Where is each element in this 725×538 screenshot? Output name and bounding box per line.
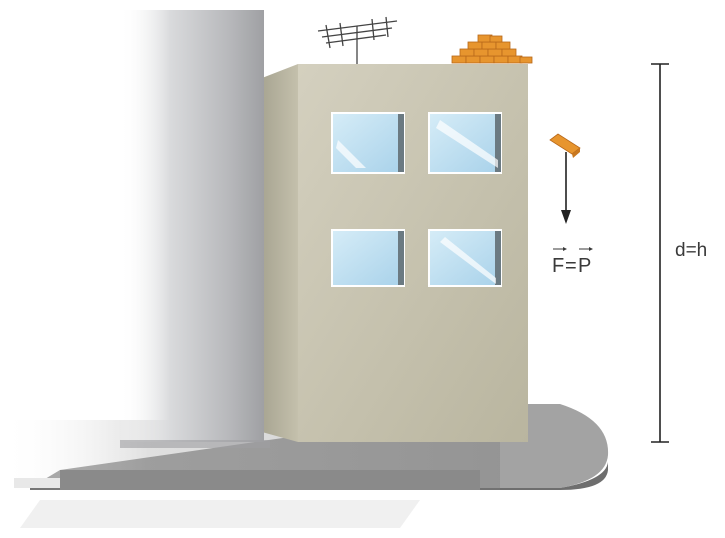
distance-label: d=h — [675, 240, 707, 261]
force-F-label: F — [552, 255, 564, 277]
height-dimension — [651, 64, 669, 442]
equals-sign: = — [565, 255, 577, 277]
window-bottom-right — [428, 229, 502, 287]
falling-brick-icon — [550, 134, 580, 158]
building-side — [262, 64, 298, 442]
force-P-label: P — [578, 255, 591, 277]
force-equation: F = P — [552, 247, 593, 277]
foreground-pillar — [120, 10, 264, 442]
down-arrow-icon — [561, 152, 571, 224]
antenna-icon — [318, 17, 397, 64]
window-bottom-left — [331, 229, 405, 287]
brick-pile-icon — [452, 35, 532, 63]
window-top-left — [331, 112, 405, 174]
window-top-right — [428, 112, 502, 174]
